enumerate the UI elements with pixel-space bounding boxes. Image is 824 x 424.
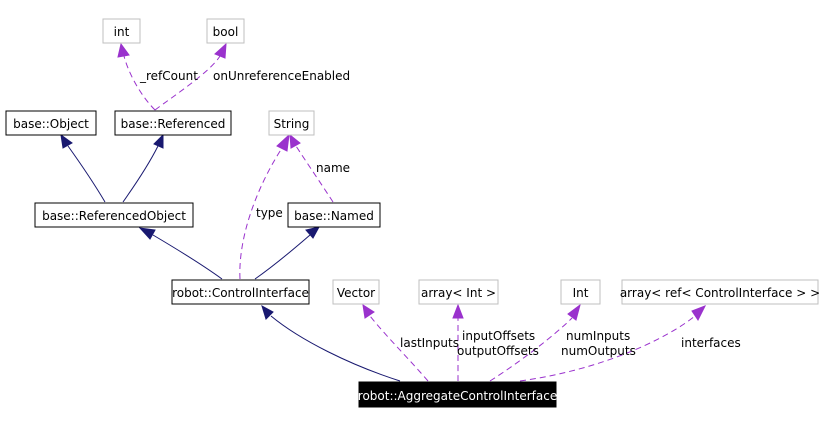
label-output-offsets: outputOffsets — [457, 344, 539, 358]
label-name: name — [316, 161, 350, 175]
label-interfaces: interfaces — [681, 336, 741, 350]
node-base-object[interactable]: base::Object — [5, 110, 97, 136]
node-array-ref[interactable]: array< ref< ControlInterface > > — [620, 279, 820, 305]
edge-aggregate-int — [489, 303, 581, 382]
edge-controlinterface-named — [254, 226, 320, 280]
label-type: type — [256, 206, 283, 220]
edge-on-unreference — [154, 42, 227, 111]
label-num-inputs: numInputs — [566, 329, 630, 343]
node-vector-label: Vector — [337, 286, 375, 300]
node-base-object-label: base::Object — [13, 117, 89, 131]
edge-referencedobject-object — [60, 133, 106, 203]
node-vector[interactable]: Vector — [332, 279, 380, 305]
label-refcount: _refCount — [139, 69, 198, 83]
node-int-type[interactable]: Int — [560, 279, 601, 305]
label-on-unreference: onUnreferenceEnabled — [213, 69, 350, 83]
node-array-int[interactable]: array< Int > — [418, 279, 499, 305]
node-base-named[interactable]: base::Named — [287, 202, 381, 228]
node-bool-label: bool — [213, 25, 239, 39]
edge-aggregate-vector — [362, 303, 429, 382]
node-int-label: int — [114, 25, 130, 39]
label-input-offsets: inputOffsets — [462, 329, 535, 343]
edge-controlinterface-referencedobject — [138, 227, 223, 280]
node-bool[interactable]: bool — [206, 18, 245, 44]
node-base-referencedobject-label: base::ReferencedObject — [42, 209, 186, 223]
edge-aggregate-array-int — [452, 303, 464, 382]
node-robot-controlinterface-label: robot::ControlInterface — [172, 286, 309, 300]
node-robot-aggregatecontrolinterface-label: robot::AggregateControlInterface — [358, 389, 557, 403]
node-int-type-label: Int — [573, 286, 589, 300]
edge-named-string — [289, 133, 334, 203]
label-last-inputs: lastInputs — [400, 336, 459, 350]
node-base-named-label: base::Named — [294, 209, 374, 223]
node-base-referenced[interactable]: base::Referenced — [114, 110, 232, 136]
node-string[interactable]: String — [268, 110, 315, 136]
node-robot-aggregatecontrolinterface[interactable]: robot::AggregateControlInterface — [358, 381, 557, 408]
label-num-outputs: numOutputs — [561, 344, 636, 358]
node-base-referencedobject[interactable]: base::ReferencedObject — [34, 202, 194, 228]
node-array-int-label: array< Int > — [421, 286, 496, 300]
node-string-label: String — [274, 117, 310, 131]
edge-aggregate-array-ref — [519, 305, 707, 382]
edge-aggregate-controlinterface — [261, 304, 401, 382]
node-base-referenced-label: base::Referenced — [121, 117, 226, 131]
edge-controlinterface-string — [239, 133, 290, 280]
node-robot-controlinterface[interactable]: robot::ControlInterface — [171, 279, 310, 305]
node-int[interactable]: int — [102, 18, 141, 44]
node-array-ref-label: array< ref< ControlInterface > > — [620, 286, 820, 300]
edge-refcount — [117, 42, 156, 111]
edge-referencedobject-referenced — [122, 133, 164, 203]
